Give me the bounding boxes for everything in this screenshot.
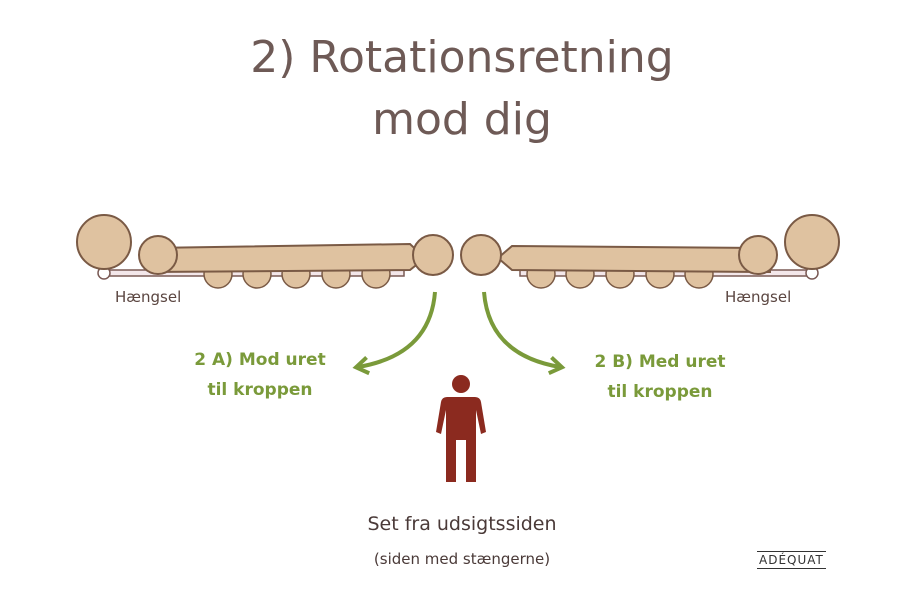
option-b-label: 2 B) Med uret til kroppen [580,347,740,407]
arrow-clockwise-icon [482,291,566,376]
option-b-line1: 2 B) Med uret [594,352,726,372]
person-icon [436,375,486,482]
hinge-label-right: Hængsel [725,288,792,306]
left-shutter [76,214,454,289]
option-a-line1: 2 A) Mod uret [194,350,326,370]
option-a-label: 2 A) Mod uret til kroppen [180,345,340,405]
caption-main: Set fra udsigtssiden [367,513,557,535]
diagram-title-line1: 2) Rotationsretning [250,32,674,83]
left-slat [149,242,427,274]
right-mid-log [738,235,778,275]
left-tip-log [412,234,454,276]
caption-sub: (siden med stængerne) [373,550,551,568]
right-slat [496,244,771,274]
left-mid-log [138,235,178,275]
left-end-log [76,214,132,270]
hinge-label-left: Hængsel [115,288,182,306]
diagram-title-line2: mod dig [372,94,552,145]
right-shutter [460,214,840,289]
right-tip-log [460,234,502,276]
brand-logo: ADÉQUAT [757,551,826,569]
option-a-line2: til kroppen [207,380,313,400]
option-b-line2: til kroppen [607,382,713,402]
right-end-log [784,214,840,270]
arrow-counterclockwise-icon [352,291,437,376]
